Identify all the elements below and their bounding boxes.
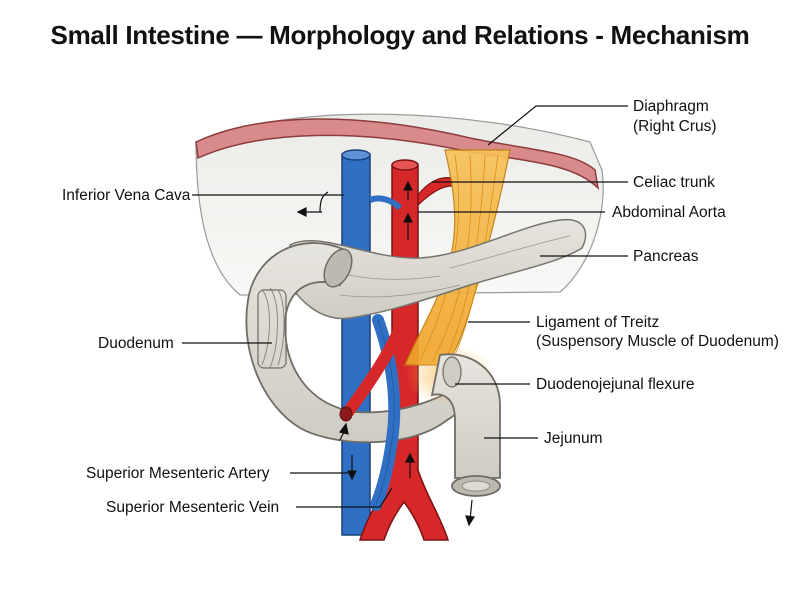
flexure-opening	[442, 356, 462, 388]
label-inferior-vena-cava: Inferior Vena Cava	[62, 187, 191, 204]
label-celiac-trunk: Celiac trunk	[633, 174, 715, 191]
label-superior-mesenteric-vein: Superior Mesenteric Vein	[106, 499, 279, 516]
superior-mesenteric-artery	[342, 309, 411, 418]
label-diaphragm: Diaphragm (Right Crus)	[633, 98, 717, 135]
leader-lines	[182, 105, 628, 508]
label-duodenojejunal-flexure: Duodenojejunal flexure	[536, 376, 695, 393]
flow-arrows	[296, 180, 476, 527]
diaphragm	[195, 118, 600, 191]
label-duodenum: Duodenum	[98, 335, 174, 352]
abdominal-aorta	[358, 159, 450, 541]
duodenum-opening	[323, 248, 353, 288]
page-title: Small Intestine — Morphology and Relatio…	[50, 20, 750, 50]
sma-cut-end	[339, 406, 353, 422]
label-pancreas: Pancreas	[633, 248, 699, 265]
duodenum	[245, 242, 472, 444]
inferior-vena-cava	[341, 149, 371, 536]
label-ligament-of-treitz: Ligament of Treitz (Suspensory Muscle of…	[536, 314, 779, 350]
label-jejunum: Jejunum	[544, 430, 603, 447]
pancreas	[289, 218, 587, 320]
label-abdominal-aorta: Abdominal Aorta	[612, 204, 726, 221]
label-superior-mesenteric-artery: Superior Mesenteric Artery	[86, 465, 270, 482]
vein-branch	[368, 195, 403, 211]
duodenum-circular-folds	[257, 287, 287, 369]
